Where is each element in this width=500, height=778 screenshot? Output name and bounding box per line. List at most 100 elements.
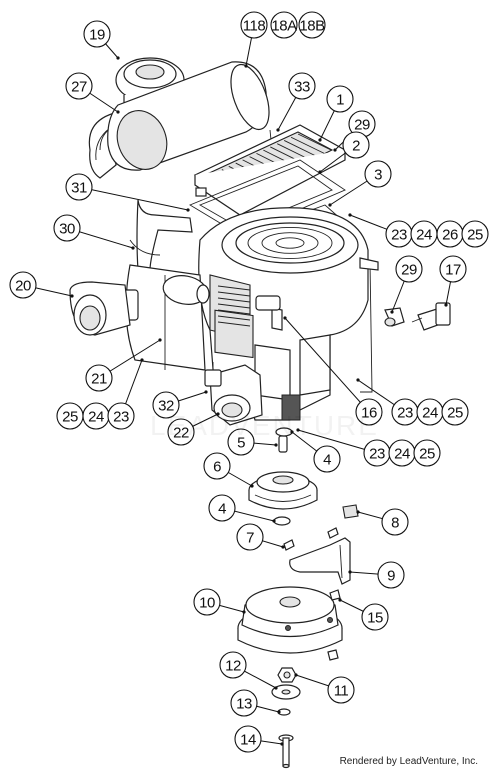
callout-circle <box>193 588 221 616</box>
callout-label: 33 <box>294 79 310 96</box>
leader-tip-c23d <box>296 428 300 432</box>
callout-label: 8 <box>391 515 399 532</box>
leader-tip-c23c <box>356 378 360 382</box>
callout-c24d: 24 <box>388 439 416 467</box>
callout-c2: 2 <box>342 131 370 159</box>
callout-c12: 12 <box>219 651 247 679</box>
callout-c22: 22 <box>167 418 195 446</box>
callout-c16: 16 <box>355 398 383 426</box>
clutch-bracket <box>289 537 351 585</box>
leader-tip-c7 <box>281 545 285 549</box>
leader-tip-c16 <box>283 316 287 320</box>
leader-tip-c5 <box>274 443 278 447</box>
callout-label: 24 <box>416 227 432 244</box>
leader-tip-c9 <box>348 570 352 574</box>
callout-label: 23 <box>397 405 413 422</box>
callout-circle <box>236 523 264 551</box>
callout-circle <box>377 561 405 589</box>
callout-c24a: 24 <box>410 220 438 248</box>
leader-tip-c30 <box>131 246 135 250</box>
callout-label: 24 <box>394 446 410 463</box>
callout-label: 15 <box>367 610 383 627</box>
callout-c19: 19 <box>83 20 111 48</box>
callout-label: 26 <box>442 227 458 244</box>
spacer-pad <box>342 504 359 519</box>
callout-label: 24 <box>88 409 104 426</box>
callout-c25b: 25 <box>56 402 84 430</box>
callout-c5: 5 <box>227 428 255 456</box>
leader-tip-c23a <box>348 213 352 217</box>
callout-c118: 118 <box>240 11 268 39</box>
callout-c23d: 23 <box>363 439 391 467</box>
callout-c4a: 4 <box>313 445 341 473</box>
leader-tip-c20 <box>70 294 74 298</box>
callout-c11: 11 <box>327 676 355 704</box>
callout-c1: 1 <box>326 85 354 113</box>
callout-circle <box>234 725 262 753</box>
callout-c18a: 18A <box>270 11 298 39</box>
callout-label: 23 <box>369 446 385 463</box>
callout-circle <box>381 508 409 536</box>
callout-c29b: 29 <box>395 255 423 283</box>
callout-circle <box>327 676 355 704</box>
leader-tip-c33 <box>276 128 280 132</box>
callout-label: 118 <box>243 18 266 35</box>
callout-label: 21 <box>91 371 107 388</box>
callout-label: 29 <box>354 117 370 134</box>
callout-circle <box>83 20 111 48</box>
leader-tip-c4a <box>290 430 294 434</box>
washer <box>271 684 301 700</box>
leader-tip-c3 <box>328 203 332 207</box>
callout-label: 25 <box>62 409 78 426</box>
leader-tip-c2 <box>318 170 322 174</box>
leader-tip-c21 <box>158 338 162 342</box>
breather-tube <box>129 199 193 271</box>
pto-clutch <box>237 586 343 654</box>
callout-label: 7 <box>246 530 254 547</box>
leader-tip-c14 <box>280 742 284 746</box>
callout-circle <box>219 651 247 679</box>
callout-c25a: 25 <box>461 220 489 248</box>
callout-circle <box>326 85 354 113</box>
leader-tip-c10 <box>242 610 246 614</box>
callout-c14: 14 <box>234 725 262 753</box>
callout-label: 20 <box>15 278 31 295</box>
callout-label: 2 <box>352 138 360 155</box>
callout-circle <box>152 391 180 419</box>
callout-circle <box>203 452 231 480</box>
callout-label: 29 <box>401 262 417 279</box>
watermark: LEADVENTURE <box>150 410 379 441</box>
callout-c24b: 24 <box>82 402 110 430</box>
leader-tip-c1 <box>318 138 322 142</box>
callout-c4b: 4 <box>208 494 236 522</box>
solenoid <box>204 362 222 387</box>
callout-circle <box>270 11 298 39</box>
o-ring-lower <box>273 516 291 526</box>
callout-circle <box>461 220 489 248</box>
leader-tip-c118 <box>244 64 248 68</box>
callout-c15: 15 <box>361 603 389 631</box>
clutch-nut <box>277 667 297 683</box>
fuel-fitting <box>384 307 405 327</box>
callout-label: 25 <box>447 405 463 422</box>
leader-tip-c12 <box>274 686 278 690</box>
callout-c23b: 23 <box>107 402 135 430</box>
callout-label: 12 <box>225 658 241 675</box>
callout-circle <box>361 603 389 631</box>
leader-c23d <box>297 429 378 454</box>
callout-circle <box>107 402 135 430</box>
callout-label: 5 <box>237 435 245 452</box>
callout-c7: 7 <box>236 523 264 551</box>
callout-circle <box>395 255 423 283</box>
clutch-bolts <box>327 589 341 661</box>
callout-c20: 20 <box>9 271 37 299</box>
crank-bolt <box>278 734 294 769</box>
fuel-filter <box>162 275 210 305</box>
oil-cooler <box>193 124 347 216</box>
callout-c25d: 25 <box>413 439 441 467</box>
callout-circle <box>288 72 316 100</box>
leader-tip-c17 <box>444 303 448 307</box>
callout-c31: 31 <box>65 173 93 201</box>
